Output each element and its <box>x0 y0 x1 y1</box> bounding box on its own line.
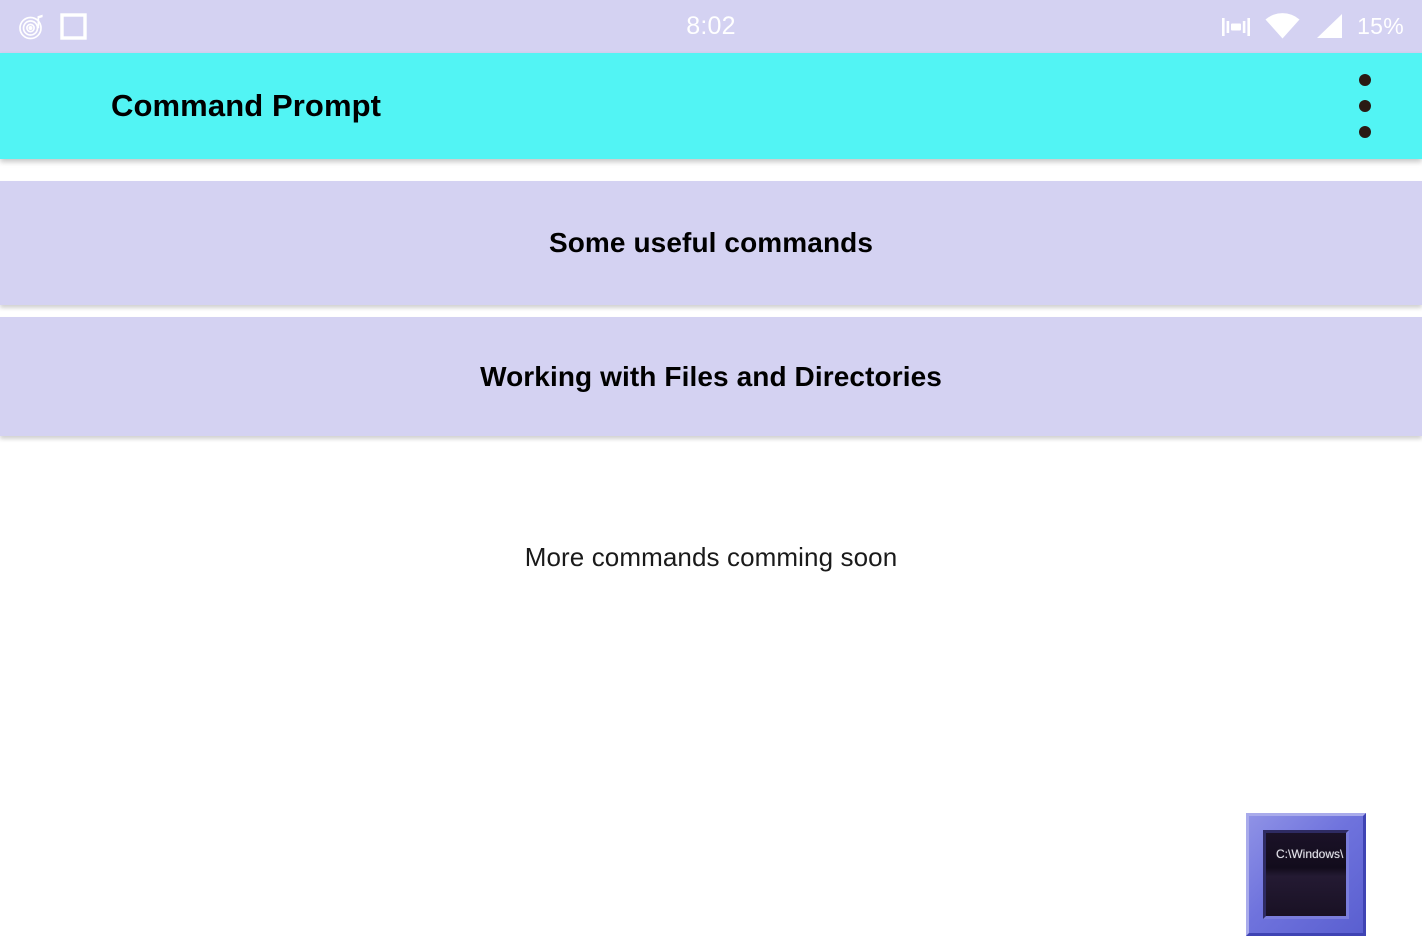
overflow-dot-icon <box>1359 100 1371 112</box>
overflow-dot-icon <box>1359 126 1371 138</box>
status-bar-left-icons <box>18 13 87 41</box>
wifi-icon <box>1264 13 1301 40</box>
page-title: Command Prompt <box>111 88 382 123</box>
command-prompt-icon: C:\Windows\ <box>1246 813 1366 936</box>
status-bar-clock: 8:02 <box>686 12 736 40</box>
menu-card-files-and-directories[interactable]: Working with Files and Directories <box>0 317 1422 436</box>
cell-signal-icon <box>1314 13 1344 40</box>
menu-card-label: Working with Files and Directories <box>480 360 942 392</box>
vibrate-icon <box>1221 14 1251 40</box>
command-prompt-path-text: C:\Windows\ <box>1276 847 1344 861</box>
menu-card-label: Some useful commands <box>548 227 874 258</box>
more-commands-note: More commands comming soon <box>524 542 898 572</box>
status-bar-right-icons: 15% <box>1221 13 1404 40</box>
overflow-menu-button[interactable] <box>1353 68 1377 144</box>
command-prompt-screen: C:\Windows\ <box>1263 830 1349 919</box>
main-content: Some useful commands Working with Files … <box>0 159 1422 936</box>
square-icon <box>60 13 87 40</box>
overflow-dot-icon <box>1359 74 1371 86</box>
media-spiral-icon <box>18 13 46 41</box>
app-bar: Command Prompt <box>0 53 1422 159</box>
menu-card-useful-commands[interactable]: Some useful commands <box>0 181 1422 305</box>
battery-percentage: 15% <box>1357 13 1404 39</box>
status-bar: 8:02 15% <box>0 0 1422 53</box>
